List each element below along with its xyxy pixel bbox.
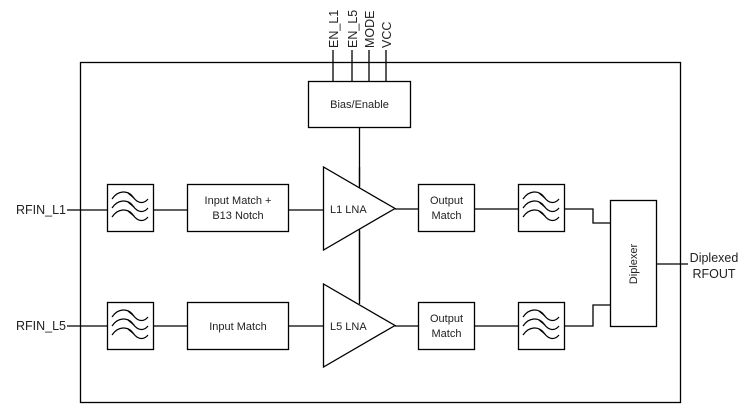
rfin-l5-label: RFIN_L5 — [16, 319, 66, 333]
pin-label-vcc: VCC — [380, 22, 394, 48]
l5-lna-label: L5 LNA — [330, 321, 367, 333]
diplexer-block — [609, 199, 658, 328]
l1-input-match-block — [186, 183, 290, 233]
bias-enable-block — [307, 80, 412, 129]
l5-input-match-label: Input Match — [209, 321, 266, 333]
l1-output-filter — [517, 183, 566, 233]
diplexer-label: Diplexer — [628, 243, 640, 284]
l5-output-filter — [517, 301, 566, 351]
l1-lna-triangle — [322, 165, 397, 252]
bandpass-filter-icon — [111, 191, 149, 222]
l1-input-match-label-2: B13 Notch — [212, 210, 263, 222]
l5-lna-triangle — [322, 282, 397, 369]
pin-label-mode: MODE — [363, 11, 377, 49]
bandpass-filter-icon — [111, 309, 149, 340]
bandpass-filter-icon — [522, 191, 560, 222]
l1-input-match-label-1: Input Match + — [205, 195, 272, 207]
rfout-label-2: RFOUT — [692, 267, 735, 281]
bandpass-filter-icon — [522, 309, 560, 340]
package-outline — [79, 61, 682, 404]
pin-label-en-l1: EN_L1 — [327, 10, 341, 48]
l5-input-filter — [106, 301, 155, 351]
rfout-label-1: Diplexed — [690, 251, 739, 265]
pin-label-en-l5: EN_L5 — [346, 10, 360, 48]
l1-input-filter — [106, 183, 155, 233]
l1-output-match-block — [417, 183, 476, 233]
l5-output-match-block — [417, 301, 476, 351]
l5-output-match-label-1: Output — [430, 313, 463, 325]
l5-input-match-block — [186, 301, 290, 351]
rfin-l1-label: RFIN_L1 — [16, 203, 66, 217]
wire-l1-filter-to-diplexer — [565, 208, 610, 224]
l5-output-match-label-2: Match — [432, 328, 462, 340]
l1-lna-label: L1 LNA — [330, 204, 367, 216]
l1-output-match-label-1: Output — [430, 195, 463, 207]
bias-enable-label: Bias/Enable — [330, 99, 389, 111]
wire-l5-filter-to-diplexer — [565, 304, 610, 327]
l1-output-match-label-2: Match — [432, 210, 462, 222]
